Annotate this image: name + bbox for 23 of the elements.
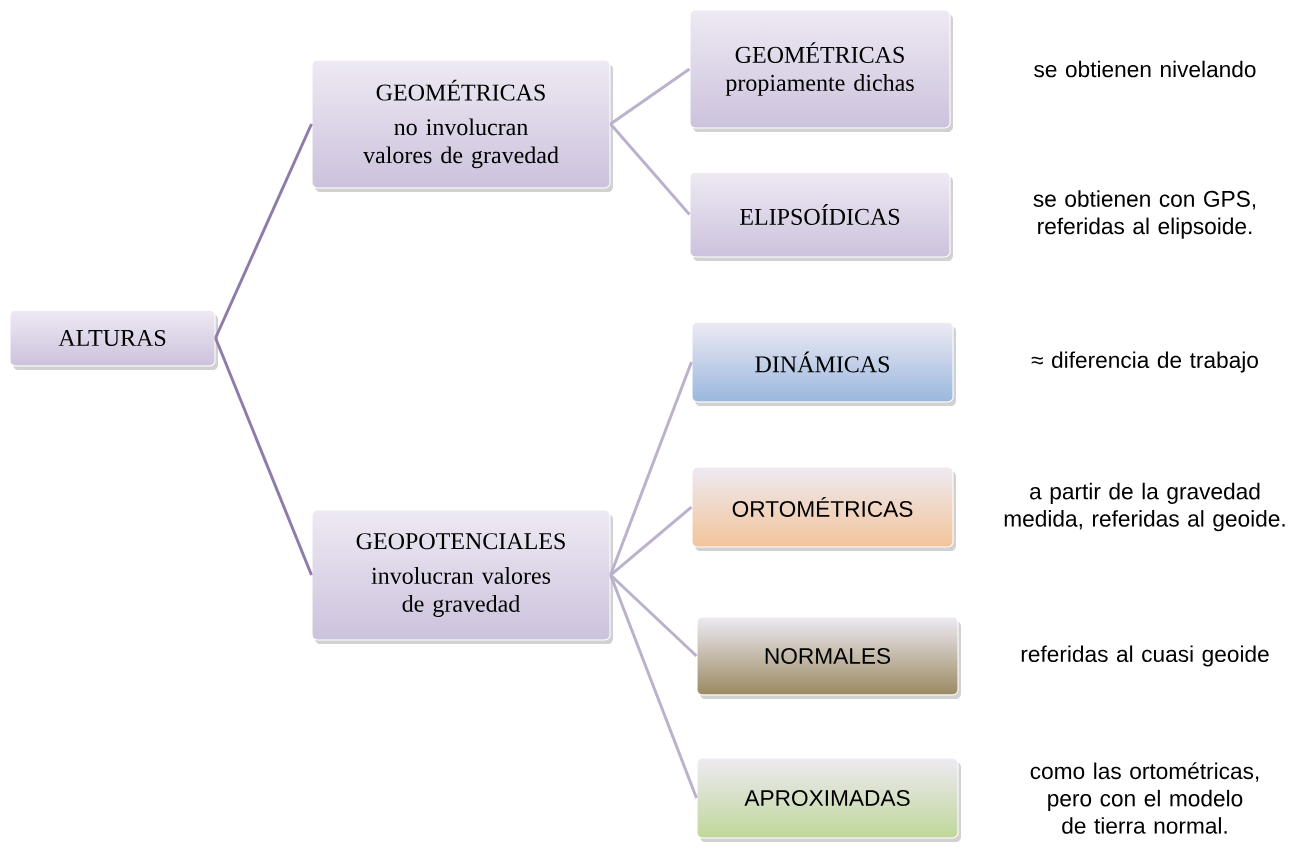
category-box: ELIPSOÍDICAS (689, 171, 953, 261)
connector-line (609, 67, 691, 126)
description-text: se obtienen con GPS, referidas al elipsoide. (1033, 190, 1256, 239)
connector-line (609, 361, 693, 576)
category-box: GEOMÉTRICAS propiamente dichas (689, 9, 953, 132)
category-box: NORMALES (696, 616, 961, 699)
description-text: a partir de la gravedad medida, referidas al geoide. (1004, 482, 1285, 532)
description-text: se obtienen nivelando (1034, 60, 1256, 78)
connector-line (609, 573, 698, 658)
description-text: como las ortométricas, pero con el modelo de tierra normal. (1030, 762, 1259, 834)
category-box: ORTOMÉTRICAS (691, 466, 956, 551)
category-box: GEOMÉTRICAS no involucran valores de gravedad (311, 59, 613, 192)
description-text: referidas al cuasi geoide (1021, 645, 1269, 667)
category-box: APROXIMADAS (696, 757, 961, 842)
category-box: ALTURAS (9, 309, 218, 370)
connector-line (214, 123, 313, 339)
category-box: GEOPOTENCIALES involucran valores de gravedad (311, 509, 613, 644)
connector-line (609, 505, 693, 577)
connector-line (214, 337, 313, 576)
description-text: ≈ diferencia de trabajo (1031, 351, 1258, 373)
category-box: DINÁMICAS (691, 321, 956, 406)
connector-line (609, 123, 691, 216)
connector-line (609, 574, 698, 799)
